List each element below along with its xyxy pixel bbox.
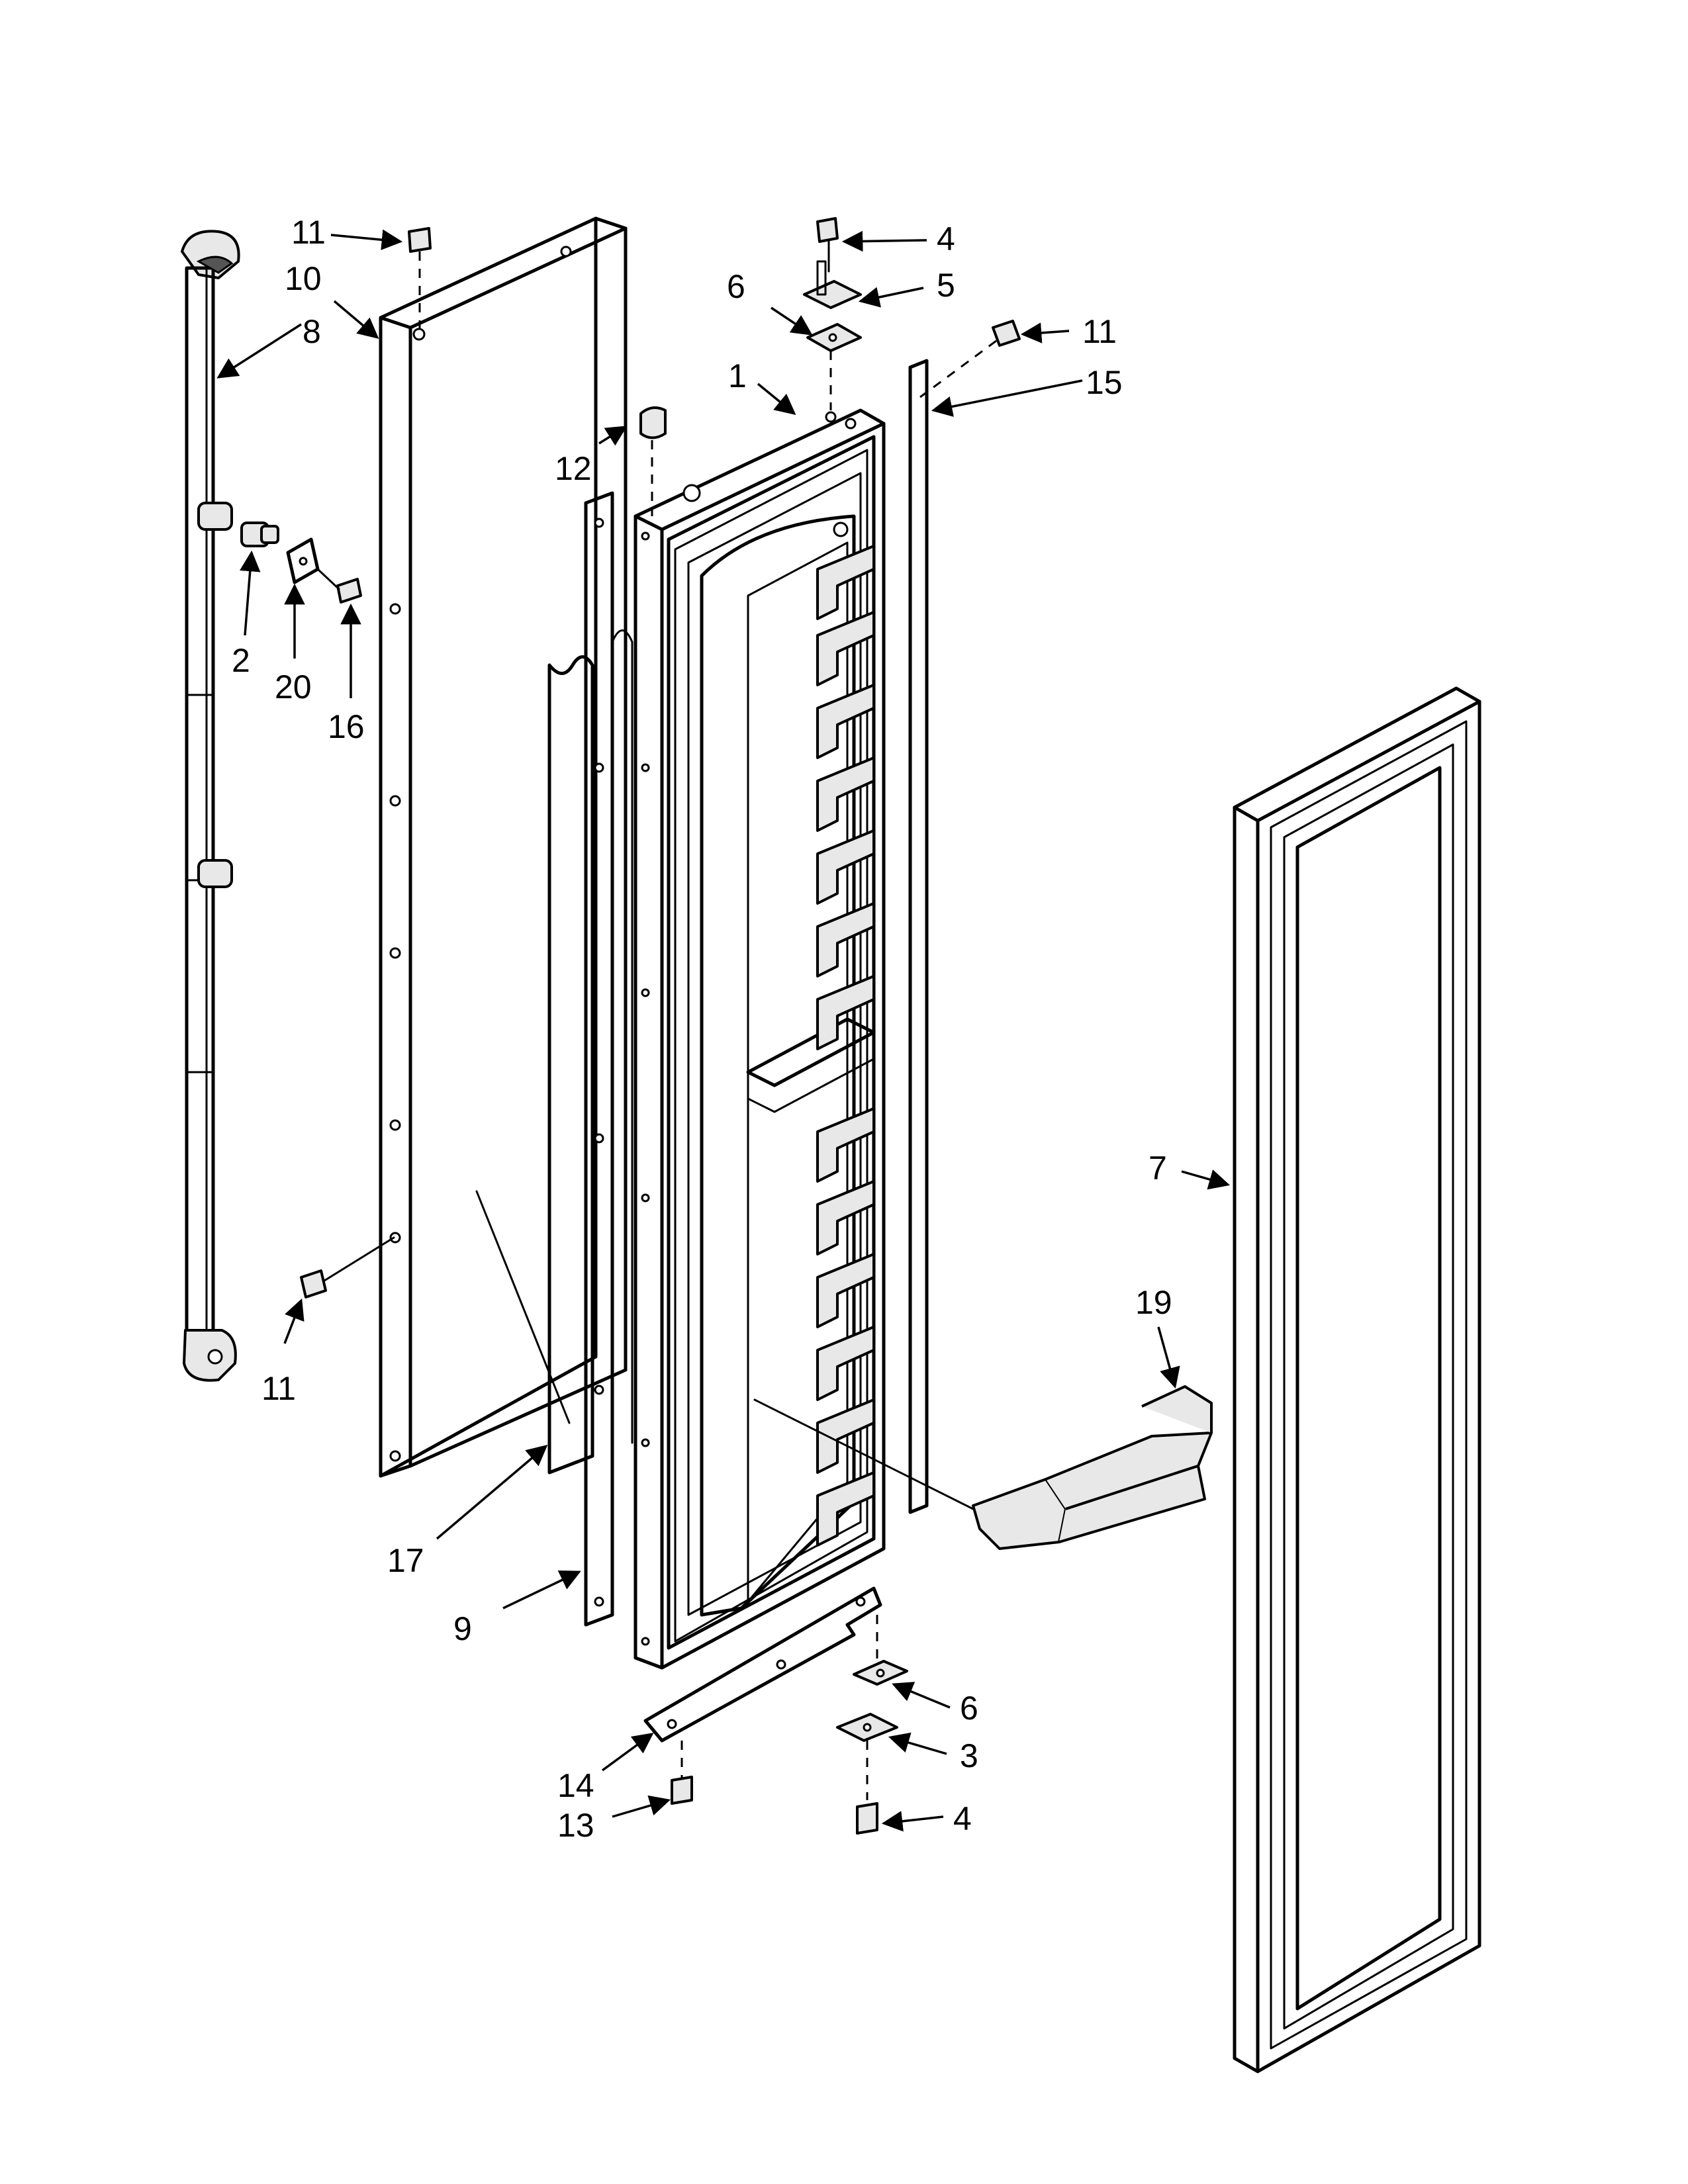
door-assembly-part-1 (633, 408, 886, 1670)
strip-part-15 (908, 359, 929, 1514)
hinge-part-3-bottom (836, 1713, 898, 1800)
hinge-part-5-top (803, 260, 862, 309)
callout-1: 1 (728, 357, 747, 394)
door-bin-part-19 (753, 1385, 1213, 1550)
callout-9: 9 (453, 1610, 472, 1647)
callout-10: 10 (285, 260, 322, 297)
callout-20: 20 (275, 668, 312, 705)
bushing-part-2 (240, 522, 279, 547)
door-bin-retainers (816, 545, 875, 1547)
callout-19: 19 (1135, 1284, 1172, 1321)
callout-3: 3 (960, 1737, 978, 1774)
bottom-plate-part-14 (643, 1586, 882, 1743)
screw-part-4-bottom (856, 1802, 878, 1835)
callout-2: 2 (232, 642, 250, 679)
mounting-plate-part-20 (286, 537, 320, 584)
screw-part-11-left (300, 1236, 395, 1298)
callout-4: 4 (953, 1800, 972, 1837)
screw-part-13 (671, 1741, 693, 1805)
plug-part-12 (639, 406, 667, 516)
callout-11: 11 (1082, 313, 1117, 350)
screw-part-4-top (816, 217, 839, 273)
liner-part-17 (475, 629, 633, 1475)
callout-6: 6 (727, 268, 745, 305)
callout-16: 16 (328, 708, 365, 745)
callout-14: 14 (557, 1767, 594, 1804)
door-gasket-part-7 (1233, 686, 1481, 2073)
hinge-shim-part-6-bottom (853, 1615, 908, 1686)
callout-12: 12 (555, 450, 592, 487)
leader-lines (216, 229, 1231, 1832)
callout-15: 15 (1086, 364, 1123, 401)
callout-17: 17 (387, 1542, 424, 1579)
callout-4: 4 (937, 220, 955, 257)
outer-panel-part-10 (379, 216, 628, 1478)
screw-part-11-top (408, 227, 432, 331)
callout-8: 8 (303, 313, 321, 350)
hinge-shim-part-6-top (806, 323, 862, 410)
callout-13: 13 (557, 1807, 594, 1844)
handle-bar-part-8 (181, 230, 240, 1382)
callout-7: 7 (1149, 1150, 1167, 1187)
callout-11: 11 (291, 214, 326, 251)
callout-labels: 11 10 8 2 20 16 11 12 1 6 4 5 11 15 7 19… (232, 214, 1172, 1844)
callout-6: 6 (960, 1690, 978, 1727)
callout-5: 5 (937, 267, 955, 304)
screw-part-11-right (919, 320, 1021, 398)
strip-part-9 (584, 491, 614, 1627)
screw-part-16 (316, 568, 362, 604)
callout-11: 11 (261, 1370, 296, 1407)
